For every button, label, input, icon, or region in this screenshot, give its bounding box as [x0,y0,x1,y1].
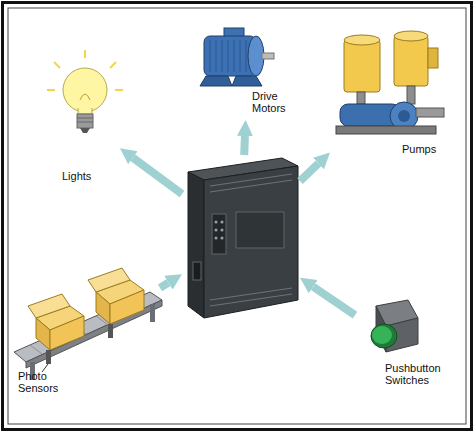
device-label: Lights [62,170,112,182]
pump-node: Pumps [330,30,450,160]
switch-node: Pushbutton Switches [355,300,450,395]
pump-illustration [336,31,444,134]
outer-frame [3,3,472,430]
light-node: Lights [50,55,120,190]
device-label: Pushbutton Switches [385,362,447,386]
light-bulb [47,50,123,133]
signal-arrow [300,163,318,181]
device-label: Drive Motors [252,90,298,114]
plc-node [182,155,300,320]
conveyor-illustration [14,268,162,380]
device-label: Pumps [402,143,447,155]
motor-node: Drive Motors [190,20,305,120]
device-label: Photo Sensors [18,370,64,394]
signal-arrow [313,287,355,315]
plc-unit [188,158,298,318]
motor-illustration [200,28,274,86]
signal-arrow [133,158,182,194]
pushbutton-illustration [371,300,418,352]
signal-arrow [160,283,168,288]
signal-arrow [240,136,249,155]
sensor-node: Photo Sensors [8,270,160,400]
inner-frame [8,8,466,424]
